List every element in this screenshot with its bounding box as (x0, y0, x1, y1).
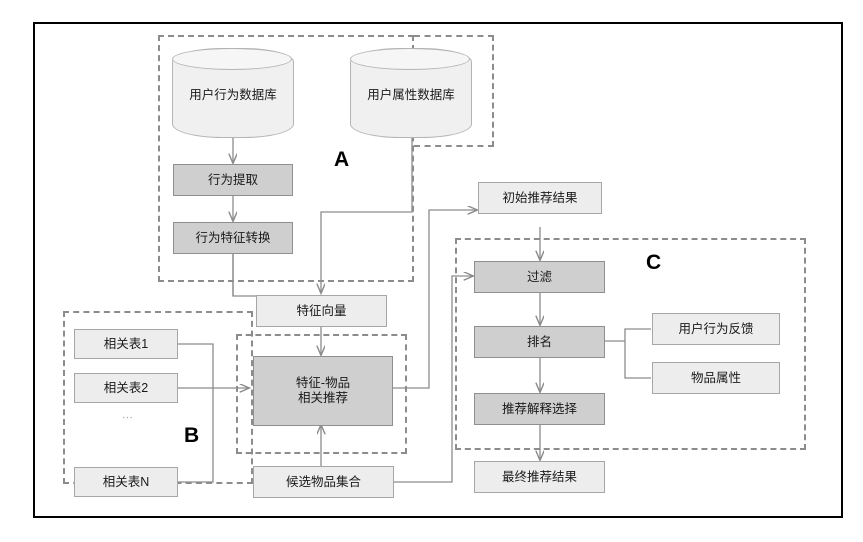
node-label: 过滤 (526, 269, 552, 284)
node-label: 行为特征转换 (195, 230, 271, 245)
node-feature-vector[interactable]: 特征向量 (256, 295, 387, 327)
node-feature-item-recommend[interactable]: 特征-物品 相关推荐 (253, 356, 393, 426)
node-label: 相关表N (102, 474, 150, 489)
edge-candidate-to-filter (394, 276, 473, 483)
edge-attrdb-to-featurevector (321, 134, 413, 293)
node-label: 推荐解释选择 (501, 401, 577, 416)
node-explain-select[interactable]: 推荐解释选择 (474, 393, 605, 425)
group-box-a (158, 35, 414, 282)
node-label: 排名 (526, 334, 552, 349)
group-box-a-extension (414, 35, 494, 147)
edge-tablen-bus (178, 388, 214, 483)
node-final-result[interactable]: 最终推荐结果 (474, 461, 605, 493)
node-label: 用户行为数据库 (189, 87, 277, 102)
node-behavior-feature-transform[interactable]: 行为特征转换 (173, 222, 293, 254)
node-relation-table-2[interactable]: 相关表2 (74, 373, 178, 403)
node-relation-table-1[interactable]: 相关表1 (74, 329, 178, 359)
node-label: 用户属性数据库 (367, 87, 455, 102)
edge-recommend-to-initial (393, 210, 477, 389)
vertical-ellipsis-icon: ⋮ (120, 412, 133, 424)
node-label: 初始推荐结果 (502, 190, 578, 205)
node-label: 特征-物品 相关推荐 (295, 376, 351, 405)
node-label: 最终推荐结果 (501, 469, 577, 484)
node-initial-result[interactable]: 初始推荐结果 (478, 182, 602, 214)
node-label: 行为提取 (207, 172, 258, 187)
node-label: 用户行为反馈 (678, 321, 754, 336)
edge-table1-bus (178, 343, 214, 388)
node-relation-table-n[interactable]: 相关表N (74, 467, 178, 497)
group-label-a: A (334, 148, 350, 171)
edge-feedback-bus (624, 328, 651, 341)
node-user-attribute-db[interactable]: 用户属性数据库 (350, 48, 472, 138)
node-candidate-item-set[interactable]: 候选物品集合 (253, 466, 394, 498)
node-label: 相关表1 (103, 336, 149, 351)
node-user-behavior-feedback[interactable]: 用户行为反馈 (652, 313, 780, 345)
cylinder-top-icon (172, 48, 292, 70)
edge-transform-join (232, 253, 318, 297)
group-label-b: B (184, 424, 200, 447)
node-label: 候选物品集合 (285, 474, 361, 489)
group-label-c: C (646, 251, 662, 274)
node-filter[interactable]: 过滤 (474, 261, 605, 293)
node-label: 物品属性 (690, 370, 741, 385)
group-box-c (455, 238, 806, 450)
node-label: 相关表2 (103, 380, 149, 395)
node-ranking[interactable]: 排名 (474, 326, 605, 358)
edge-itemattr-bus (624, 341, 651, 379)
node-behavior-extract[interactable]: 行为提取 (173, 164, 293, 196)
node-item-attribute[interactable]: 物品属性 (652, 362, 780, 394)
node-label: 特征向量 (296, 303, 347, 318)
cylinder-top-icon (350, 48, 470, 70)
node-user-behavior-db[interactable]: 用户行为数据库 (172, 48, 294, 138)
